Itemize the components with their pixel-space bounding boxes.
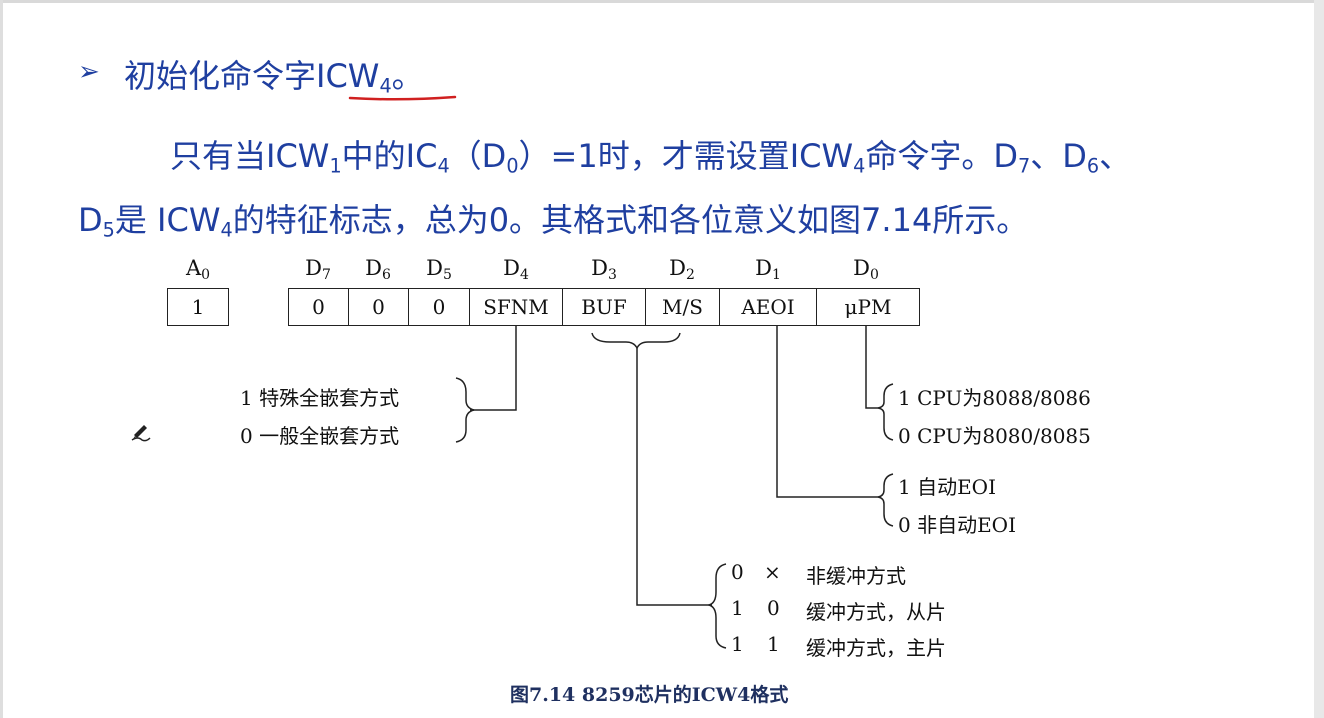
bit-label-sub: 1 bbox=[771, 267, 781, 283]
bit-label-text: D bbox=[365, 256, 382, 280]
buf-bit: 1 bbox=[731, 596, 744, 620]
p2-sub: 5 bbox=[102, 218, 115, 242]
aeoi-option-1: 1 自动EOI bbox=[898, 475, 996, 499]
bit-box-d3: BUF bbox=[562, 288, 646, 326]
a0-box: 1 bbox=[167, 288, 229, 326]
upm-option-1: 1 CPU为8088/8086 bbox=[898, 386, 1091, 410]
bit-label-text: D bbox=[669, 256, 686, 280]
window-top-border bbox=[0, 0, 1324, 3]
sfnm-option-0: 0 一般全嵌套方式 bbox=[240, 424, 400, 448]
p1-sub: 6 bbox=[1086, 154, 1100, 178]
bit-value: 0 bbox=[372, 295, 385, 319]
bit-label-text: D bbox=[305, 256, 322, 280]
ms-bit: × bbox=[764, 560, 781, 584]
figure-caption: 图7.14 8259芯片的ICW4格式 bbox=[510, 684, 789, 706]
p1-text: （D bbox=[449, 137, 507, 175]
buf-option-a: 1 bbox=[731, 596, 744, 620]
title-end: 。 bbox=[391, 57, 424, 95]
bit-box-d0: μPM bbox=[816, 288, 920, 326]
buf-option-a: 0 bbox=[731, 560, 744, 584]
window-left-border bbox=[0, 0, 3, 718]
bit-box-d2: M/S bbox=[645, 288, 720, 326]
window-right-scrollbar[interactable] bbox=[1314, 0, 1324, 718]
p1-text: 命令字。D bbox=[865, 137, 1019, 175]
p2-text: 是 ICW bbox=[114, 201, 221, 239]
paragraph-line-1: 只有当ICW1中的IC4（D0）=1时，才需设置ICW4命令字。D7、D6、 bbox=[170, 131, 1131, 177]
buf-option-b: 1 bbox=[767, 632, 780, 656]
bit-label-d6: D6 bbox=[365, 256, 391, 283]
a0-label-text: A bbox=[185, 256, 202, 280]
bit-label-d4: D4 bbox=[503, 256, 529, 283]
bit-value: 0 bbox=[312, 295, 325, 319]
bit-label-text: D bbox=[591, 256, 608, 280]
p2-text: D bbox=[78, 201, 103, 239]
buf-option-text: 缓冲方式，从片 bbox=[806, 596, 946, 625]
bit-label-sub: 6 bbox=[381, 267, 391, 283]
buf-option-a: 1 bbox=[731, 632, 744, 656]
bit-label-text: D bbox=[853, 256, 870, 280]
ms-bit: 1 bbox=[767, 632, 780, 656]
p1-text: 中的IC bbox=[341, 137, 438, 175]
sfnm-option-1: 1 特殊全嵌套方式 bbox=[240, 386, 400, 410]
bit-value: BUF bbox=[581, 295, 627, 319]
bit-label-d3: D3 bbox=[591, 256, 617, 283]
bit-label-d5: D5 bbox=[426, 256, 452, 283]
bit-label-sub: 5 bbox=[442, 267, 452, 283]
bit-value: SFNM bbox=[483, 295, 549, 319]
p1-text: 、D bbox=[1030, 137, 1087, 175]
page-title: 初始化命令字ICW4。 bbox=[124, 51, 424, 97]
bit-value: AEOI bbox=[741, 295, 795, 319]
bit-box-d4: SFNM bbox=[469, 288, 563, 326]
upm-option-0: 0 CPU为8080/8085 bbox=[898, 424, 1091, 448]
bit-label-sub: 3 bbox=[607, 267, 617, 283]
p2-sub: 4 bbox=[220, 218, 233, 242]
p1-sub: 7 bbox=[1018, 154, 1031, 178]
bit-value: M/S bbox=[662, 295, 703, 319]
bit-label-d2: D2 bbox=[669, 256, 695, 283]
p2-text: 的特征标志，总为0。其格式和各位意义如图7.14所示。 bbox=[232, 201, 1029, 239]
bit-label-d0: D0 bbox=[853, 256, 879, 283]
a0-label-sub: 0 bbox=[201, 267, 211, 283]
paragraph-line-2: D5是 ICW4的特征标志，总为0。其格式和各位意义如图7.14所示。 bbox=[78, 195, 1028, 241]
buf-option-desc: 缓冲方式，主片 bbox=[806, 636, 946, 660]
buf-option-text: 缓冲方式，主片 bbox=[806, 632, 946, 661]
buf-option-b: 0 bbox=[767, 596, 780, 620]
bit-label-sub: 7 bbox=[321, 267, 331, 283]
a0-label: A0 bbox=[186, 256, 210, 283]
bullet-arrow-icon: ➢ bbox=[78, 57, 100, 87]
aeoi-option-0: 0 非自动EOI bbox=[898, 513, 1016, 537]
p1-text: 只有当ICW bbox=[170, 137, 330, 175]
buf-bit: 0 bbox=[731, 560, 744, 584]
ms-bit: 0 bbox=[767, 596, 780, 620]
pen-icon[interactable] bbox=[130, 420, 154, 448]
p1-text: ）=1时，才需设置ICW bbox=[518, 137, 854, 175]
p1-sub: 4 bbox=[437, 154, 450, 178]
title-text: 初始化命令字ICW bbox=[124, 57, 380, 95]
p1-text: 、 bbox=[1099, 137, 1132, 175]
a0-value: 1 bbox=[191, 295, 205, 319]
bit-label-text: D bbox=[426, 256, 443, 280]
p1-sub: 0 bbox=[506, 154, 519, 178]
bit-label-sub: 0 bbox=[869, 267, 879, 283]
bit-label-sub: 2 bbox=[685, 267, 695, 283]
buf-option-desc: 缓冲方式，从片 bbox=[806, 600, 946, 624]
buf-option-b: × bbox=[764, 560, 781, 584]
bit-label-text: D bbox=[503, 256, 520, 280]
bit-label-sub: 4 bbox=[519, 267, 529, 283]
p1-sub: 4 bbox=[853, 154, 866, 178]
bit-label-d7: D7 bbox=[305, 256, 331, 283]
p1-sub: 1 bbox=[329, 154, 342, 178]
bit-label-text: D bbox=[755, 256, 772, 280]
bit-value: μPM bbox=[844, 295, 892, 319]
buf-option-text: 非缓冲方式 bbox=[806, 560, 906, 589]
bit-label-d1: D1 bbox=[755, 256, 781, 283]
title-sub: 4 bbox=[379, 74, 392, 98]
bit-value: 0 bbox=[432, 295, 446, 319]
buf-option-desc: 非缓冲方式 bbox=[806, 564, 906, 588]
buf-bit: 1 bbox=[731, 632, 744, 656]
